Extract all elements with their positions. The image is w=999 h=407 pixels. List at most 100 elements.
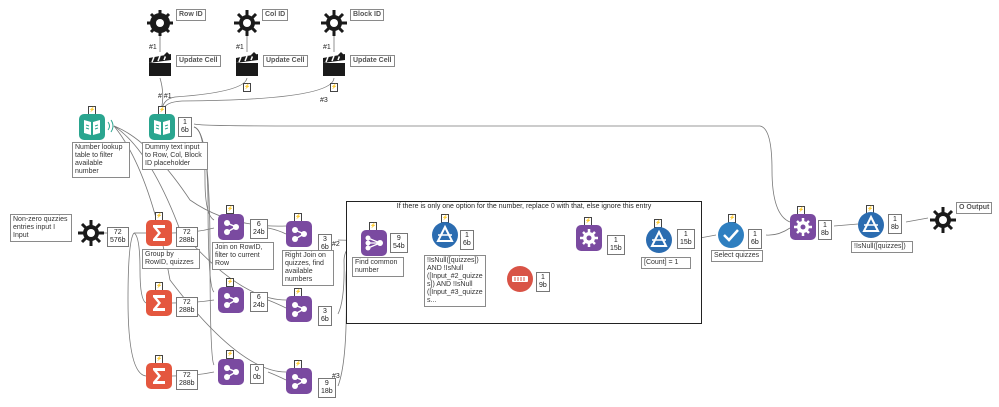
config-icon	[226, 350, 234, 359]
update-cell-label-block: Update Cell	[350, 55, 395, 67]
join-icon	[224, 365, 239, 380]
wire-tag-hash3-top: #3	[320, 97, 328, 104]
checkmark-icon	[723, 229, 739, 242]
gear-icon	[78, 220, 104, 246]
clapperboard-icon	[149, 52, 171, 76]
macro-input-block-id[interactable]	[321, 10, 347, 36]
find-common-join[interactable]	[361, 230, 387, 256]
count-summarize-tool[interactable]	[576, 225, 602, 251]
summarize-tool-2[interactable]	[146, 290, 172, 316]
select-quizzes-label: Select quizzes	[711, 250, 763, 262]
join-icon	[224, 220, 239, 235]
gear-icon	[930, 207, 956, 233]
update-cell-col-tag: #1	[236, 44, 244, 51]
join-icon	[292, 302, 307, 317]
wire-tag-hash3-bottom: #3	[332, 373, 340, 380]
config-icon	[226, 205, 234, 214]
record-count-join3: 0 0b	[250, 364, 264, 384]
nonzero-input-label: Non-zero quzzies entries input I Input	[10, 214, 72, 242]
summarize-tool-3[interactable]	[146, 363, 172, 389]
update-cell-label-col: Update Cell	[263, 55, 308, 67]
record-count-join2: 6 24b	[250, 292, 268, 312]
update-cell-row-tag: #1	[149, 44, 157, 51]
group-by-label: Group by RowID, quizzes	[142, 249, 200, 269]
record-count-join-final: 1 8b	[818, 220, 832, 240]
join-tool-2[interactable]	[218, 287, 244, 313]
filter-nulls-label: !IsNull([quizzes]) AND !IsNull ([Input_#…	[424, 255, 486, 307]
filter-tool-count[interactable]	[646, 227, 672, 253]
filter-icon	[650, 229, 668, 247]
summarize-tool-1[interactable]	[146, 220, 172, 246]
number-lookup-input[interactable]	[79, 114, 105, 140]
record-count-join1: 6 24b	[250, 219, 268, 239]
final-join-tool[interactable]	[790, 214, 816, 240]
right-join-tool-1[interactable]	[286, 221, 312, 247]
clapperboard-icon	[323, 52, 345, 76]
macro-input-col-id[interactable]	[234, 10, 260, 36]
filter-tool-nulls[interactable]	[432, 222, 458, 248]
output-label: O Output	[956, 202, 993, 214]
dummy-text-input[interactable]	[149, 114, 175, 140]
sigma-icon	[153, 368, 165, 384]
clapperboard-icon	[236, 52, 258, 76]
macro-input-row-id[interactable]	[147, 10, 173, 36]
join-tool-1[interactable]	[218, 214, 244, 240]
col-id-label: Col ID	[262, 9, 289, 21]
join-icon	[224, 293, 239, 308]
final-filter-label: !IsNull([quizzes])	[851, 241, 913, 253]
join-tool-3[interactable]	[218, 359, 244, 385]
update-cell-row[interactable]	[147, 52, 173, 78]
record-count-nonzero: 72 576b	[107, 227, 129, 247]
gear-icon	[794, 218, 812, 236]
wire-tag-hash1: # #1	[158, 93, 172, 100]
gear-icon	[580, 229, 598, 247]
record-count-filter-final: 1 8b	[888, 214, 902, 234]
container-title: If there is only one option for the numb…	[396, 203, 652, 210]
record-count-sum2: 72 288b	[176, 297, 198, 317]
record-count-rjoin2: 3 6b	[318, 306, 332, 326]
record-count-dummy: 1 6b	[178, 117, 192, 137]
config-icon	[243, 83, 251, 92]
join-label: Join on RowID, filter to current Row	[212, 242, 274, 270]
wire-tag-hash2: #2	[332, 241, 340, 248]
macro-output-tool[interactable]	[930, 207, 956, 233]
select-tool[interactable]	[718, 222, 744, 248]
find-common-label: Find common number	[352, 257, 404, 277]
right-join-tool-2[interactable]	[286, 296, 312, 322]
update-cell-label-row: Update Cell	[176, 55, 221, 67]
book-icon	[154, 120, 170, 135]
record-count-sum3: 72 288b	[176, 370, 198, 390]
formula-tool[interactable]	[507, 266, 533, 292]
record-count-formula: 1 9b	[536, 272, 550, 292]
gear-icon	[234, 10, 260, 36]
record-count-sum1: 72 288b	[176, 227, 198, 247]
record-count-select: 1 6b	[748, 229, 762, 249]
macro-input-nonzero[interactable]	[78, 220, 104, 246]
join-icon	[365, 235, 383, 251]
update-cell-col[interactable]	[234, 52, 260, 78]
final-filter-tool[interactable]	[858, 212, 884, 238]
record-count-rjoin1: 3 6b	[318, 234, 332, 254]
filter-icon	[436, 224, 454, 242]
gear-icon	[321, 10, 347, 36]
config-icon	[226, 278, 234, 287]
record-count-filter1: 1 6b	[460, 230, 474, 250]
formula-icon	[512, 276, 528, 282]
sigma-icon	[153, 295, 165, 311]
block-id-label: Block ID	[350, 9, 385, 21]
sigma-icon	[153, 225, 165, 241]
record-count-rjoin3: 9 18b	[318, 378, 336, 398]
update-cell-block[interactable]	[321, 52, 347, 78]
right-join-tool-3[interactable]	[286, 368, 312, 394]
join-icon	[292, 374, 307, 389]
config-icon	[330, 83, 338, 92]
record-count-find: 9 54b	[390, 233, 408, 253]
right-join-label: Right Join on quizzes, find available nu…	[282, 250, 334, 286]
number-lookup-label: Number lookup table to filter available …	[72, 142, 130, 178]
filter-icon	[862, 214, 880, 232]
record-count-cnt1: 1 15b	[607, 235, 625, 255]
count-filter-label: [Count] = 1	[641, 257, 691, 269]
book-icon	[84, 120, 100, 135]
record-count-cnt2: 1 15b	[677, 229, 695, 249]
dummy-text-label: Dummy text input to Row, Col, Block ID p…	[142, 142, 208, 170]
